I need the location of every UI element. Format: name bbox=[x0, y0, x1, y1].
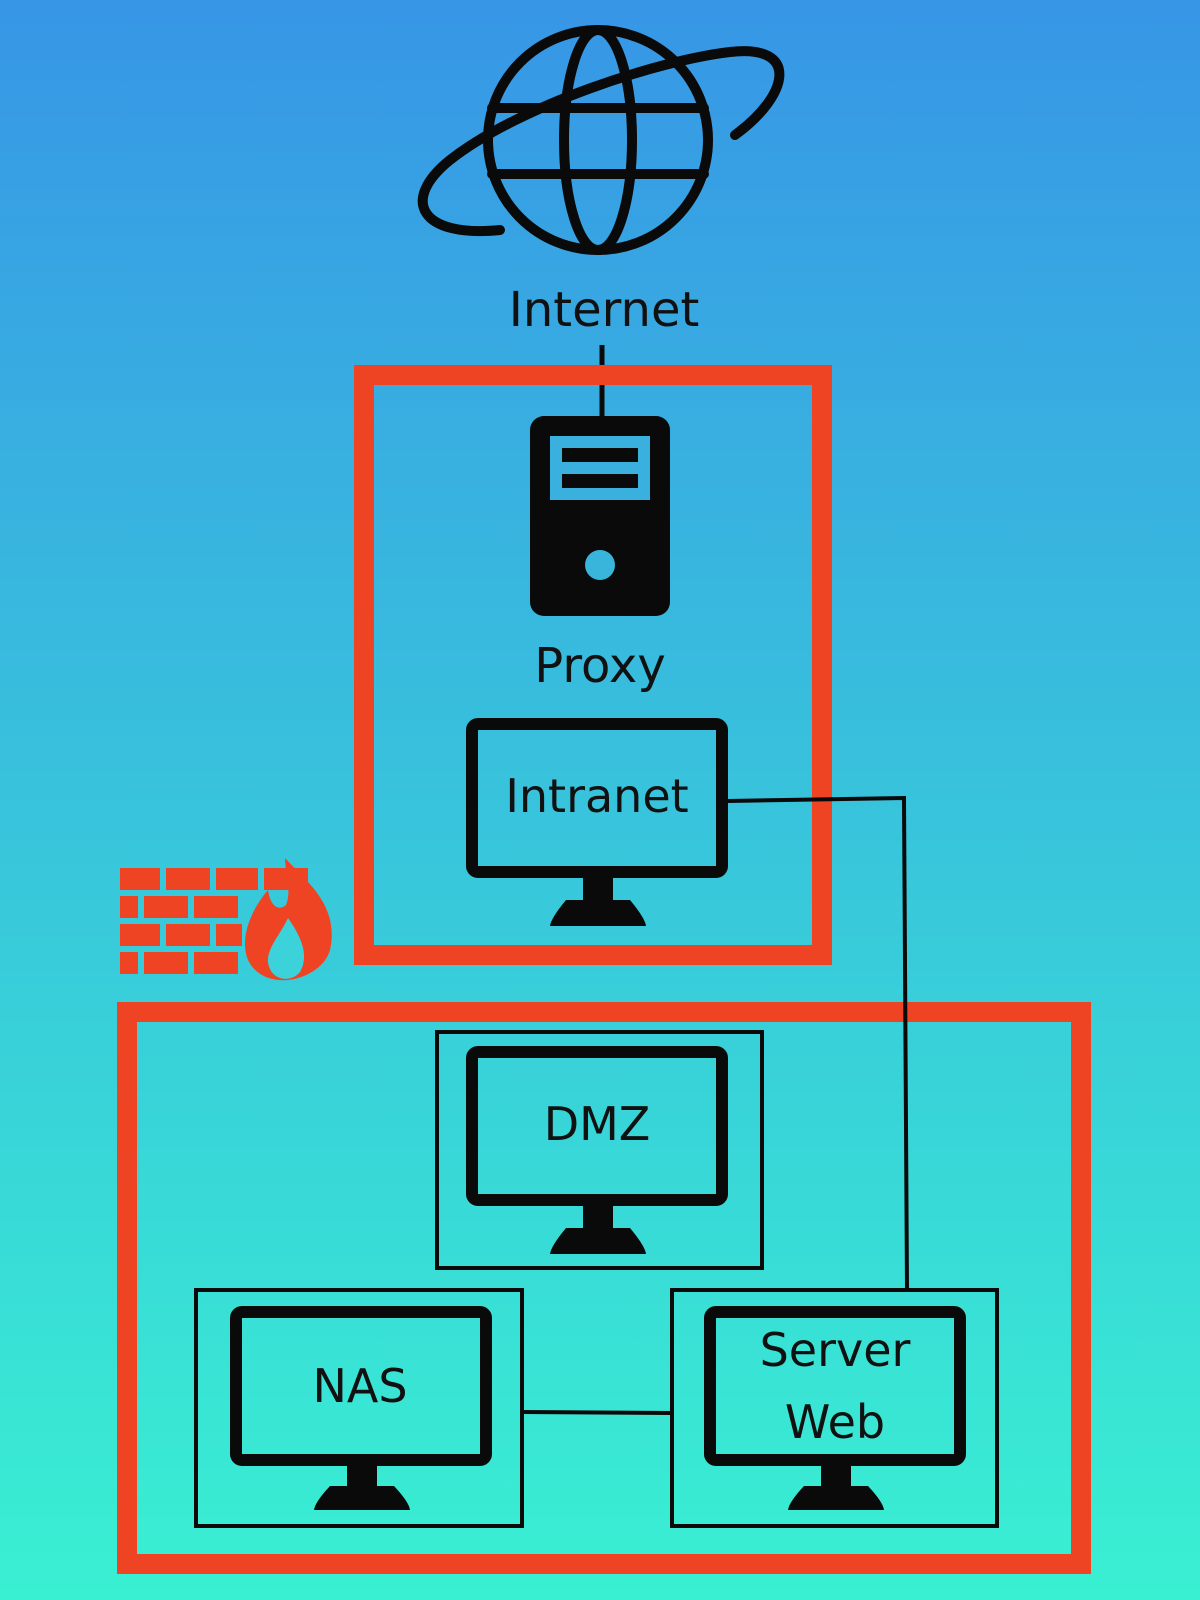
proxy-label: Proxy bbox=[534, 638, 665, 694]
globe-icon bbox=[417, 25, 785, 255]
nas-monitor-icon bbox=[230, 1306, 492, 1510]
server-web-label-line2: Web bbox=[785, 1395, 885, 1449]
dmz-node-frame bbox=[435, 1030, 764, 1270]
dmz-monitor-icon bbox=[466, 1046, 728, 1254]
proxy-zone-border bbox=[354, 365, 832, 965]
firewall-icon bbox=[120, 858, 332, 981]
server-tower-icon bbox=[530, 416, 670, 616]
server-web-node-frame bbox=[670, 1288, 999, 1528]
server-web-label-line1: Server bbox=[760, 1323, 911, 1377]
intranet-server-web-link bbox=[727, 795, 909, 1291]
nas-server-web-link bbox=[521, 1410, 673, 1415]
intranet-monitor-icon bbox=[466, 718, 728, 926]
server-web-monitor-icon bbox=[704, 1306, 966, 1510]
internet-label: Internet bbox=[509, 282, 700, 338]
internal-zone-border bbox=[117, 1002, 1091, 1574]
nas-node-frame bbox=[194, 1288, 524, 1528]
dmz-label: DMZ bbox=[544, 1097, 651, 1151]
intranet-label: Intranet bbox=[505, 769, 688, 823]
nas-label: NAS bbox=[312, 1359, 407, 1413]
